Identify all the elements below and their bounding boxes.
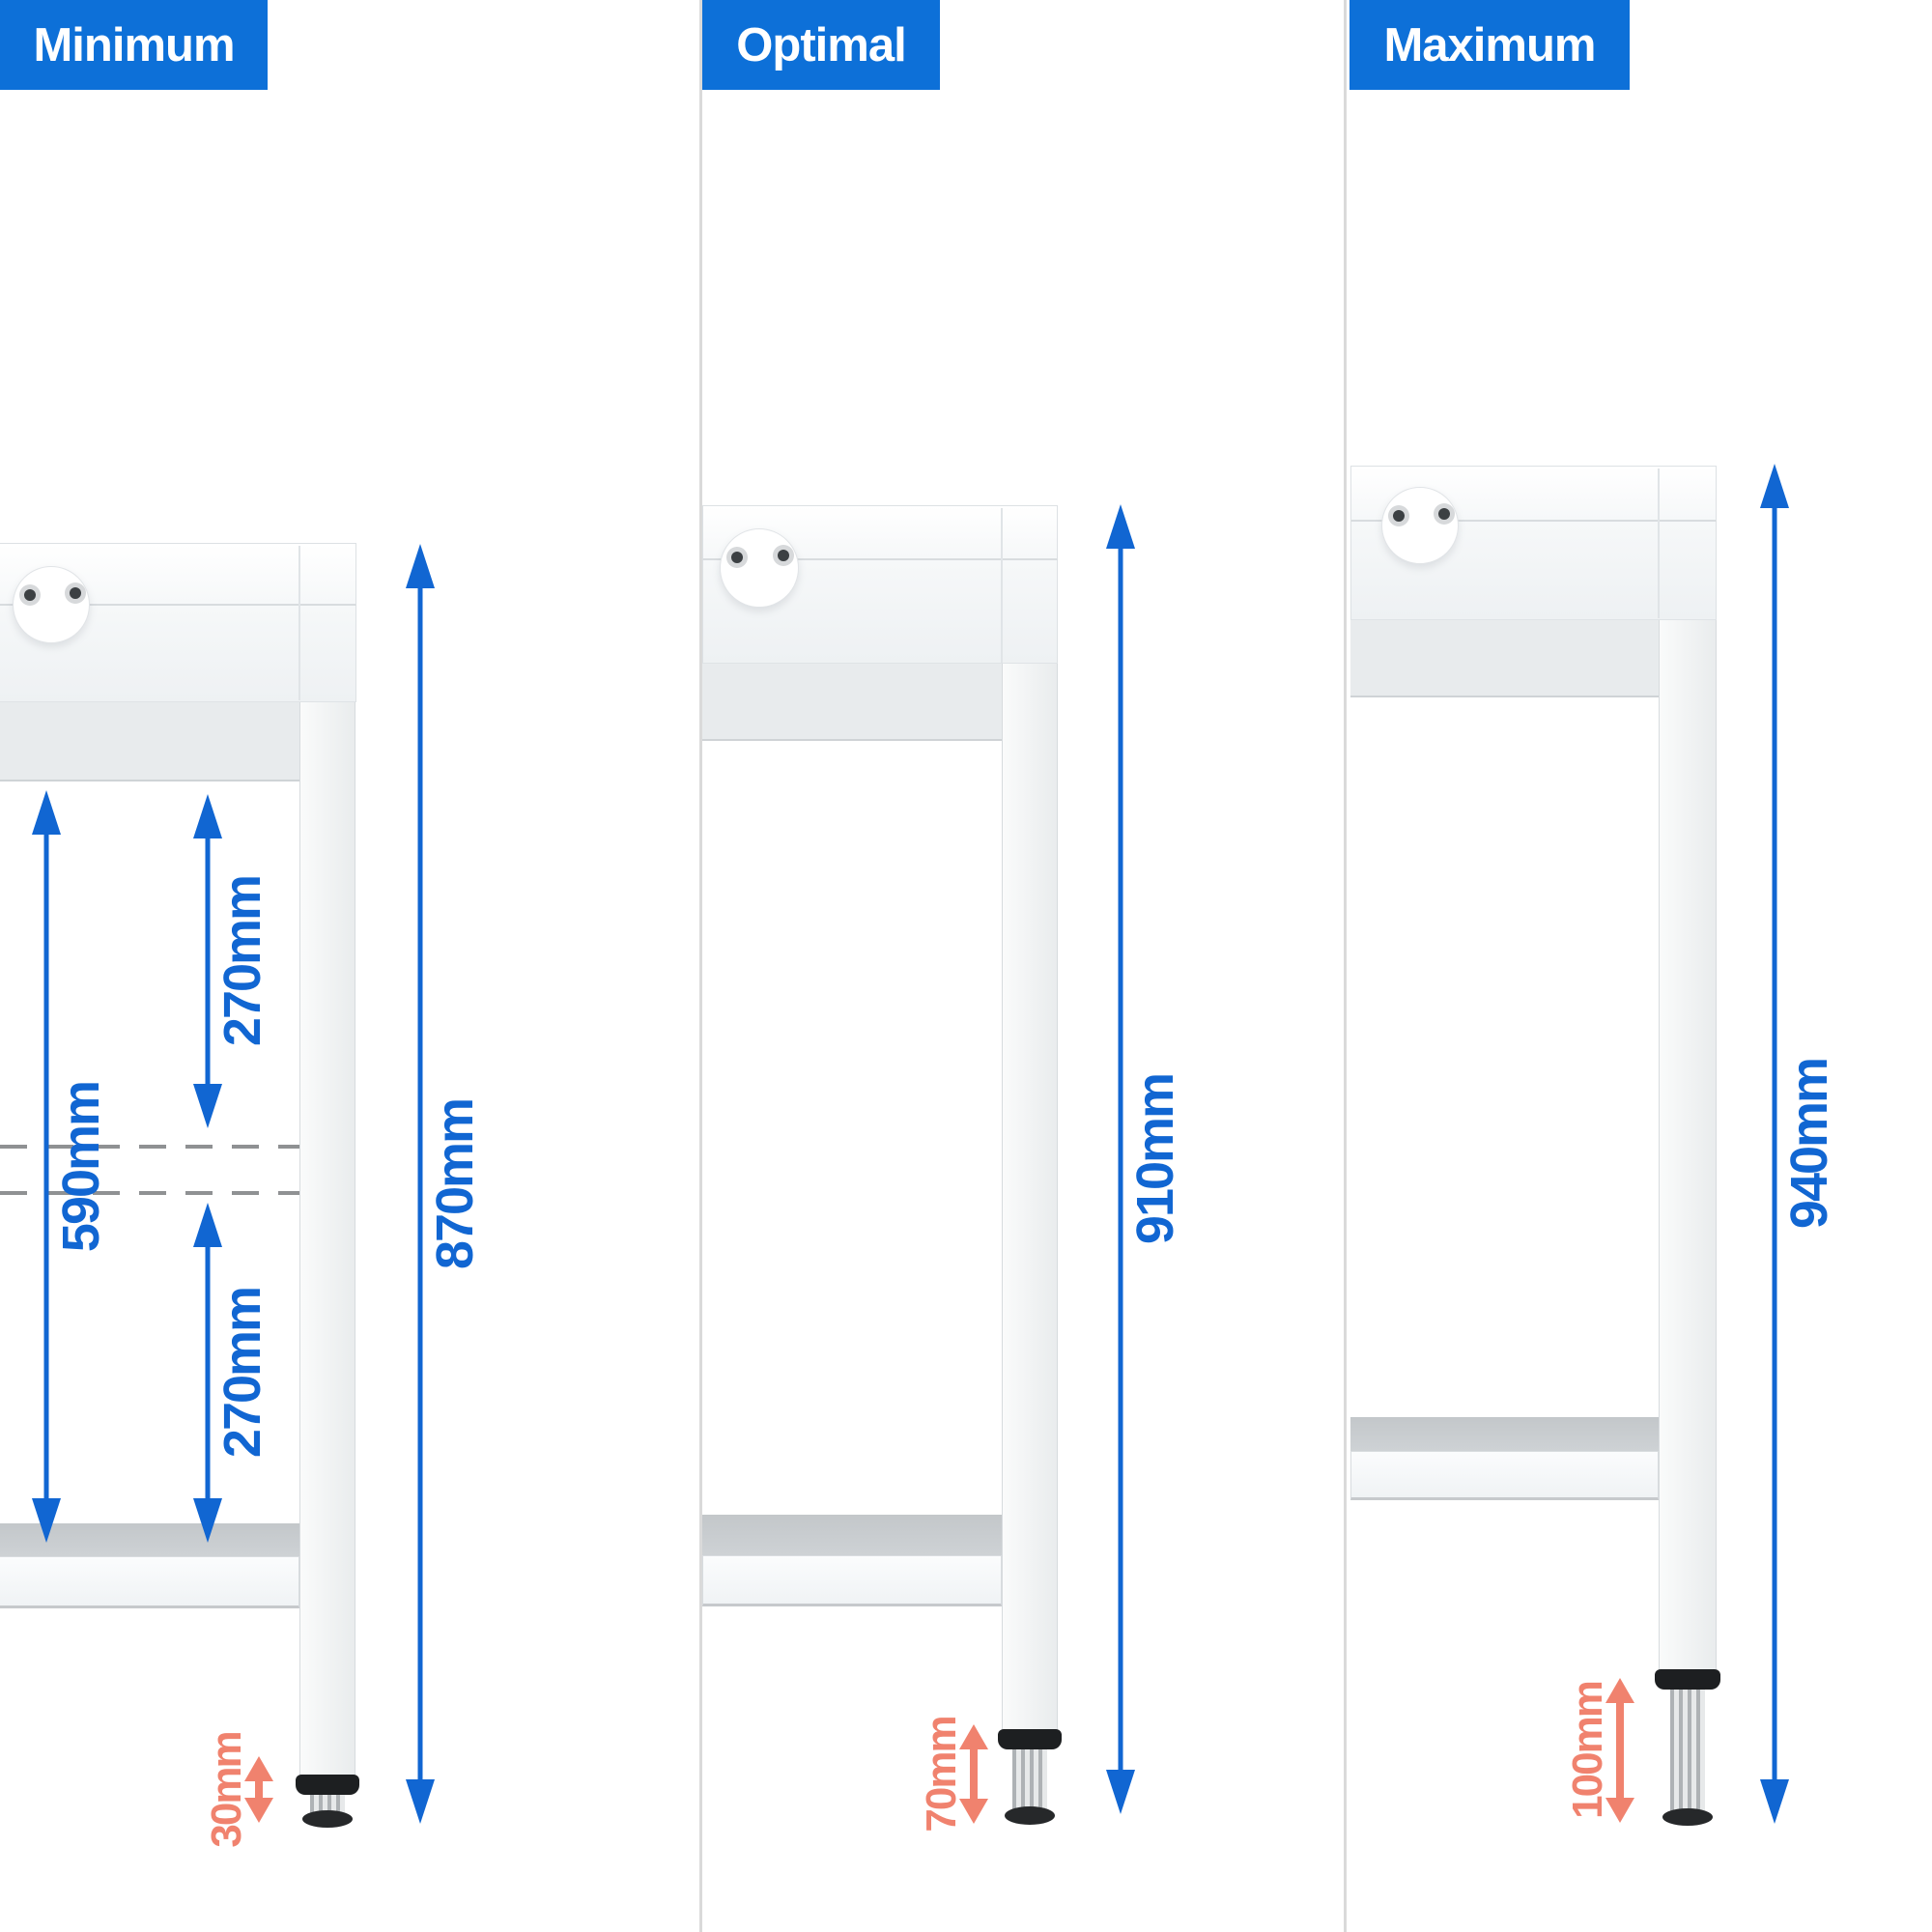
screw-icon: [773, 545, 794, 566]
undershelf-surface: [1350, 1417, 1659, 1451]
panel-title-badge: Maximum: [1350, 0, 1630, 90]
dimension-line: [255, 1776, 263, 1804]
dimension-label: 940mm: [1780, 1058, 1838, 1230]
panel-title: Minimum: [33, 18, 235, 71]
arrow-down-icon: [1106, 1770, 1135, 1814]
dimension-label: 270mm: [213, 1287, 271, 1459]
arrow-down-icon: [193, 1498, 222, 1543]
table-corner-edge: [1001, 508, 1003, 663]
rear-frame-rail: [0, 702, 299, 781]
table-corner-edge: [298, 546, 300, 700]
panel-title-badge: Minimum: [0, 0, 268, 90]
shelf-position-dashed-line: [0, 1191, 299, 1195]
screw-icon: [726, 547, 748, 568]
dimension-line: [43, 827, 49, 1506]
foot-collar: [1655, 1669, 1720, 1690]
table-leg: [299, 702, 355, 1777]
arrow-down-icon: [406, 1779, 435, 1824]
arrow-down-icon: [1605, 1798, 1634, 1823]
mounting-bracket: [720, 528, 799, 608]
rear-frame-rail: [1350, 620, 1659, 697]
undershelf-front: [0, 1556, 299, 1608]
dimension-label: 270mm: [213, 875, 271, 1047]
screw-icon: [1434, 503, 1455, 525]
adjustable-foot: [1012, 1749, 1047, 1816]
mounting-bracket: [13, 566, 90, 643]
arrow-down-icon: [959, 1799, 988, 1824]
dimension-line: [1616, 1697, 1624, 1804]
undershelf-front: [702, 1555, 1002, 1606]
dimension-label: 910mm: [1126, 1073, 1184, 1245]
shelf-position-dashed-line: [0, 1145, 299, 1149]
arrow-down-icon: [193, 1084, 222, 1128]
foot-collar: [998, 1729, 1062, 1749]
dimension-label: 870mm: [426, 1098, 484, 1269]
screw-icon: [19, 584, 41, 606]
mounting-bracket: [1381, 487, 1459, 564]
screw-icon: [65, 582, 86, 604]
undershelf-surface: [702, 1515, 1002, 1555]
panel-divider: [699, 0, 702, 1932]
table-corner-edge: [1658, 469, 1660, 618]
foot-adjust-label: 100mm: [1564, 1682, 1611, 1819]
dimension-line: [1118, 541, 1123, 1777]
rear-frame-rail: [702, 664, 1002, 741]
dimension-label: 590mm: [52, 1081, 110, 1252]
foot-collar: [296, 1775, 359, 1795]
dimension-line: [417, 581, 423, 1787]
table-leg: [1659, 620, 1717, 1672]
arrow-down-icon: [32, 1498, 61, 1543]
dimension-line: [205, 1239, 211, 1506]
screw-icon: [1388, 505, 1409, 526]
panel-title: Optimal: [736, 18, 906, 71]
panel-title-badge: Optimal: [702, 0, 940, 90]
adjustable-foot: [1670, 1690, 1705, 1818]
panel-divider: [1344, 0, 1347, 1932]
dimension-line: [205, 831, 211, 1092]
arrow-down-icon: [244, 1798, 273, 1823]
foot-base: [302, 1810, 353, 1828]
dimension-line: [1772, 500, 1777, 1787]
dimension-line: [970, 1744, 978, 1804]
arrow-down-icon: [1760, 1779, 1789, 1824]
foot-base: [1005, 1806, 1055, 1825]
foot-adjust-label: 30mm: [203, 1731, 250, 1848]
panel-title: Maximum: [1383, 18, 1596, 71]
undershelf-front: [1350, 1451, 1659, 1500]
foot-base: [1662, 1808, 1713, 1826]
table-leg: [1002, 664, 1058, 1732]
foot-adjust-label: 70mm: [918, 1716, 965, 1833]
